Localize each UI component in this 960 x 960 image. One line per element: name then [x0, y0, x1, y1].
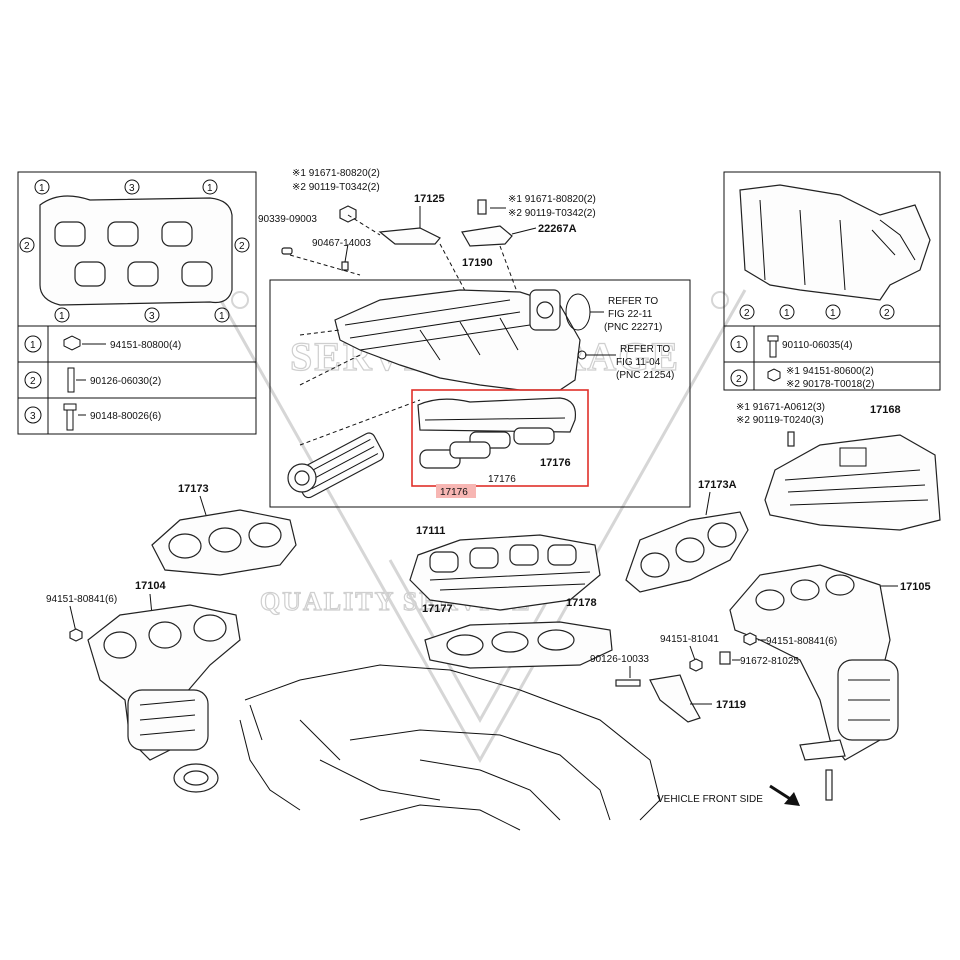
part-17125-label: 17125 — [414, 193, 445, 205]
part-17104-label: 17104 — [135, 580, 166, 592]
part-17177-label: 17177 — [422, 603, 453, 615]
note-right-2: ※2 90119-T0240(3) — [736, 415, 824, 426]
part-94151-80841-right-label: 94151-80841(6) — [766, 636, 837, 647]
part-17111-label: 17111 — [416, 525, 445, 537]
left-legend-num-1: 1 — [30, 340, 36, 351]
left-legend-part-2: 90126-06030(2) — [90, 376, 161, 387]
note-top-left-1: ※1 91671-80820(2) — [292, 168, 380, 179]
refer2-line-c: (PNC 21254) — [616, 370, 674, 381]
part-91672-81025-label: 91672-81025 — [740, 656, 799, 667]
part-94151-81041-label: 94151-81041 — [660, 634, 719, 645]
right-legend-num-2: 2 — [736, 374, 742, 385]
svg-text:1: 1 — [830, 308, 836, 319]
part-17173-label: 17173 — [178, 483, 209, 495]
left-legend-box: 1 3 1 2 2 1 3 1 1 94151-80800(4) 2 90126… — [17, 171, 257, 435]
svg-text:2: 2 — [239, 241, 245, 252]
exhaust-gasket-17173a: 17173A — [625, 479, 749, 593]
refer1-line-a: REFER TO — [608, 296, 658, 307]
right-legend-box: 2 1 1 2 1 90110-06035(4) 2 ※1 94151-8060… — [723, 171, 941, 391]
part-17105-label: 17105 — [900, 581, 931, 593]
refer2-line-a: REFER TO — [620, 344, 670, 355]
svg-text:1: 1 — [784, 308, 790, 319]
exhaust-gasket-17173: 17173 — [151, 483, 297, 576]
svg-text:3: 3 — [149, 311, 155, 322]
svg-text:3: 3 — [129, 183, 135, 194]
note-right-1: ※1 91671-A0612(3) — [736, 402, 825, 413]
svg-text:2: 2 — [744, 308, 750, 319]
part-22267a-label: 22267A — [538, 223, 577, 235]
part-17168-label: 17168 — [870, 404, 901, 416]
bracket-17119: 90126-10033 17119 — [590, 654, 746, 723]
intake-manifold-box: REFER TO FIG 22-11 (PNC 22271) REFER TO … — [269, 279, 691, 508]
part-17178-label: 17178 — [566, 597, 597, 609]
svg-text:1: 1 — [219, 311, 225, 322]
note-top-right-2: ※2 90119-T0342(2) — [508, 208, 596, 219]
left-legend-part-3: 90148-80026(6) — [90, 411, 161, 422]
svg-text:2: 2 — [24, 241, 30, 252]
part-17190-label: 17190 — [462, 257, 493, 269]
refer1-line-b: FIG 22-11 — [608, 309, 653, 320]
exhaust-manifold-17105: 17105 94151-81041 94151-80841(6) 91672-8… — [660, 564, 931, 801]
right-legend-part-1: 90110-06035(4) — [782, 340, 852, 351]
engine-block-outline — [239, 664, 661, 831]
part-90339-label: 90339-09003 — [258, 214, 317, 225]
part-94151-80841-left-label: 94151-80841(6) — [46, 594, 117, 605]
right-legend-part-2a: ※1 94151-80600(2) — [786, 366, 874, 377]
part-17173a-label: 17173A — [698, 479, 737, 491]
right-legend-part-2b: ※2 90178-T0018(2) — [786, 379, 874, 390]
note-top-right-1: ※1 91671-80820(2) — [508, 194, 596, 205]
note-top-left-2: ※2 90119-T0342(2) — [292, 182, 380, 193]
top-center-parts: ※1 91671-80820(2) ※2 90119-T0342(2) ※1 9… — [258, 168, 596, 301]
vehicle-front-label: VEHICLE FRONT SIDE — [657, 794, 763, 805]
left-legend-part-1: 94151-80800(4) — [110, 340, 181, 351]
svg-text:1: 1 — [59, 311, 65, 322]
part-17176-label-a: 17176 — [540, 457, 571, 469]
part-90467-label: 90467-14003 — [312, 238, 371, 249]
svg-text:2: 2 — [884, 308, 890, 319]
right-legend-num-1: 1 — [736, 340, 742, 351]
refer2-line-b: FIG 11-04 — [616, 357, 661, 368]
part-90126-10033-label: 90126-10033 — [590, 654, 649, 665]
center-manifold-gaskets: 17111 17177 17178 — [409, 525, 613, 669]
part-17176-label-b: 17176 — [488, 474, 516, 485]
part-17119-label: 17119 — [716, 699, 746, 711]
refer1-line-c: (PNC 22271) — [604, 322, 662, 333]
svg-text:1: 1 — [207, 183, 213, 194]
left-legend-num-2: 2 — [30, 376, 36, 387]
svg-text:1: 1 — [39, 183, 45, 194]
heat-shield-17168: ※1 91671-A0612(3) ※2 90119-T0240(3) 1716… — [736, 402, 941, 531]
vehicle-front-indicator: VEHICLE FRONT SIDE — [657, 784, 800, 806]
exhaust-manifold-17104: 94151-80841(6) 17104 — [46, 580, 241, 793]
left-legend-num-3: 3 — [30, 411, 36, 422]
part-17176-label-c: 17176 — [440, 487, 468, 498]
